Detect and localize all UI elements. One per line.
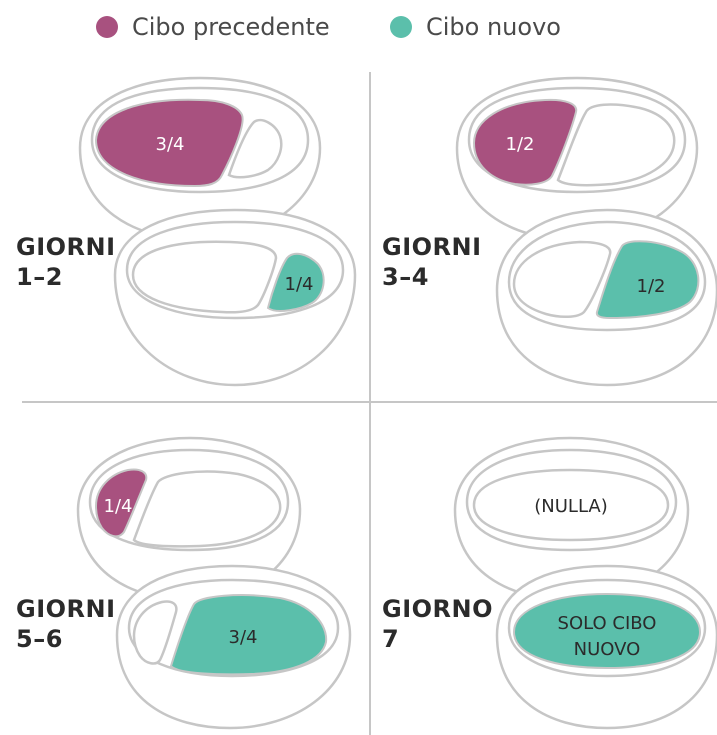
new-bowl-4: SOLO CIBO NUOVO bbox=[495, 564, 717, 730]
old-bowl-4: (NULLA) bbox=[453, 436, 690, 602]
old-bowl-1: 3/4 bbox=[78, 76, 322, 242]
day-label-4: GIORNO 7 bbox=[382, 594, 493, 654]
new-food-swatch bbox=[390, 16, 412, 38]
old-portion-4: (NULLA) bbox=[534, 496, 607, 517]
panel-1: 3/4 1/4 bbox=[78, 76, 357, 387]
new-portion-2: 1/2 bbox=[637, 276, 666, 297]
panel-3: 1/4 3/4 bbox=[76, 436, 352, 730]
old-portion-1: 3/4 bbox=[156, 134, 185, 155]
old-portion-2: 1/2 bbox=[506, 134, 535, 155]
new-portion-3: 3/4 bbox=[229, 627, 258, 648]
new-portion-4-line1: SOLO CIBO bbox=[558, 613, 657, 634]
day-label-3-line1: GIORNI bbox=[16, 595, 116, 623]
day-label-1: GIORNI 1–2 bbox=[16, 232, 116, 292]
day-label-1-line1: GIORNI bbox=[16, 233, 116, 261]
new-bowl-3: 3/4 bbox=[115, 564, 352, 730]
old-food-swatch bbox=[96, 16, 118, 38]
new-bowl-1: 1/4 bbox=[113, 208, 357, 387]
legend-old-food: Cibo precedente bbox=[96, 12, 330, 42]
day-label-2: GIORNI 3–4 bbox=[382, 232, 482, 292]
old-bowl-3: 1/4 bbox=[76, 436, 302, 602]
old-portion-3: 1/4 bbox=[104, 496, 133, 517]
day-label-1-line2: 1–2 bbox=[16, 263, 63, 291]
day-label-2-line1: GIORNI bbox=[382, 233, 482, 261]
legend-old-food-label: Cibo precedente bbox=[132, 13, 330, 41]
day-label-4-line1: GIORNO bbox=[382, 595, 493, 623]
day-label-3-line2: 5–6 bbox=[16, 625, 63, 653]
panel-2: 1/2 1/2 bbox=[455, 76, 717, 387]
new-bowl-2: 1/2 bbox=[495, 208, 717, 387]
panel-4: (NULLA) SOLO CIBO NUOVO bbox=[453, 436, 717, 730]
legend-new-food: Cibo nuovo bbox=[390, 12, 561, 42]
day-label-3: GIORNI 5–6 bbox=[16, 594, 116, 654]
new-portion-1: 1/4 bbox=[285, 274, 314, 295]
day-label-4-line2: 7 bbox=[382, 625, 400, 653]
legend-new-food-label: Cibo nuovo bbox=[426, 13, 561, 41]
day-label-2-line2: 3–4 bbox=[382, 263, 429, 291]
new-portion-4-line2: NUOVO bbox=[574, 639, 641, 660]
old-bowl-2: 1/2 bbox=[455, 76, 699, 242]
